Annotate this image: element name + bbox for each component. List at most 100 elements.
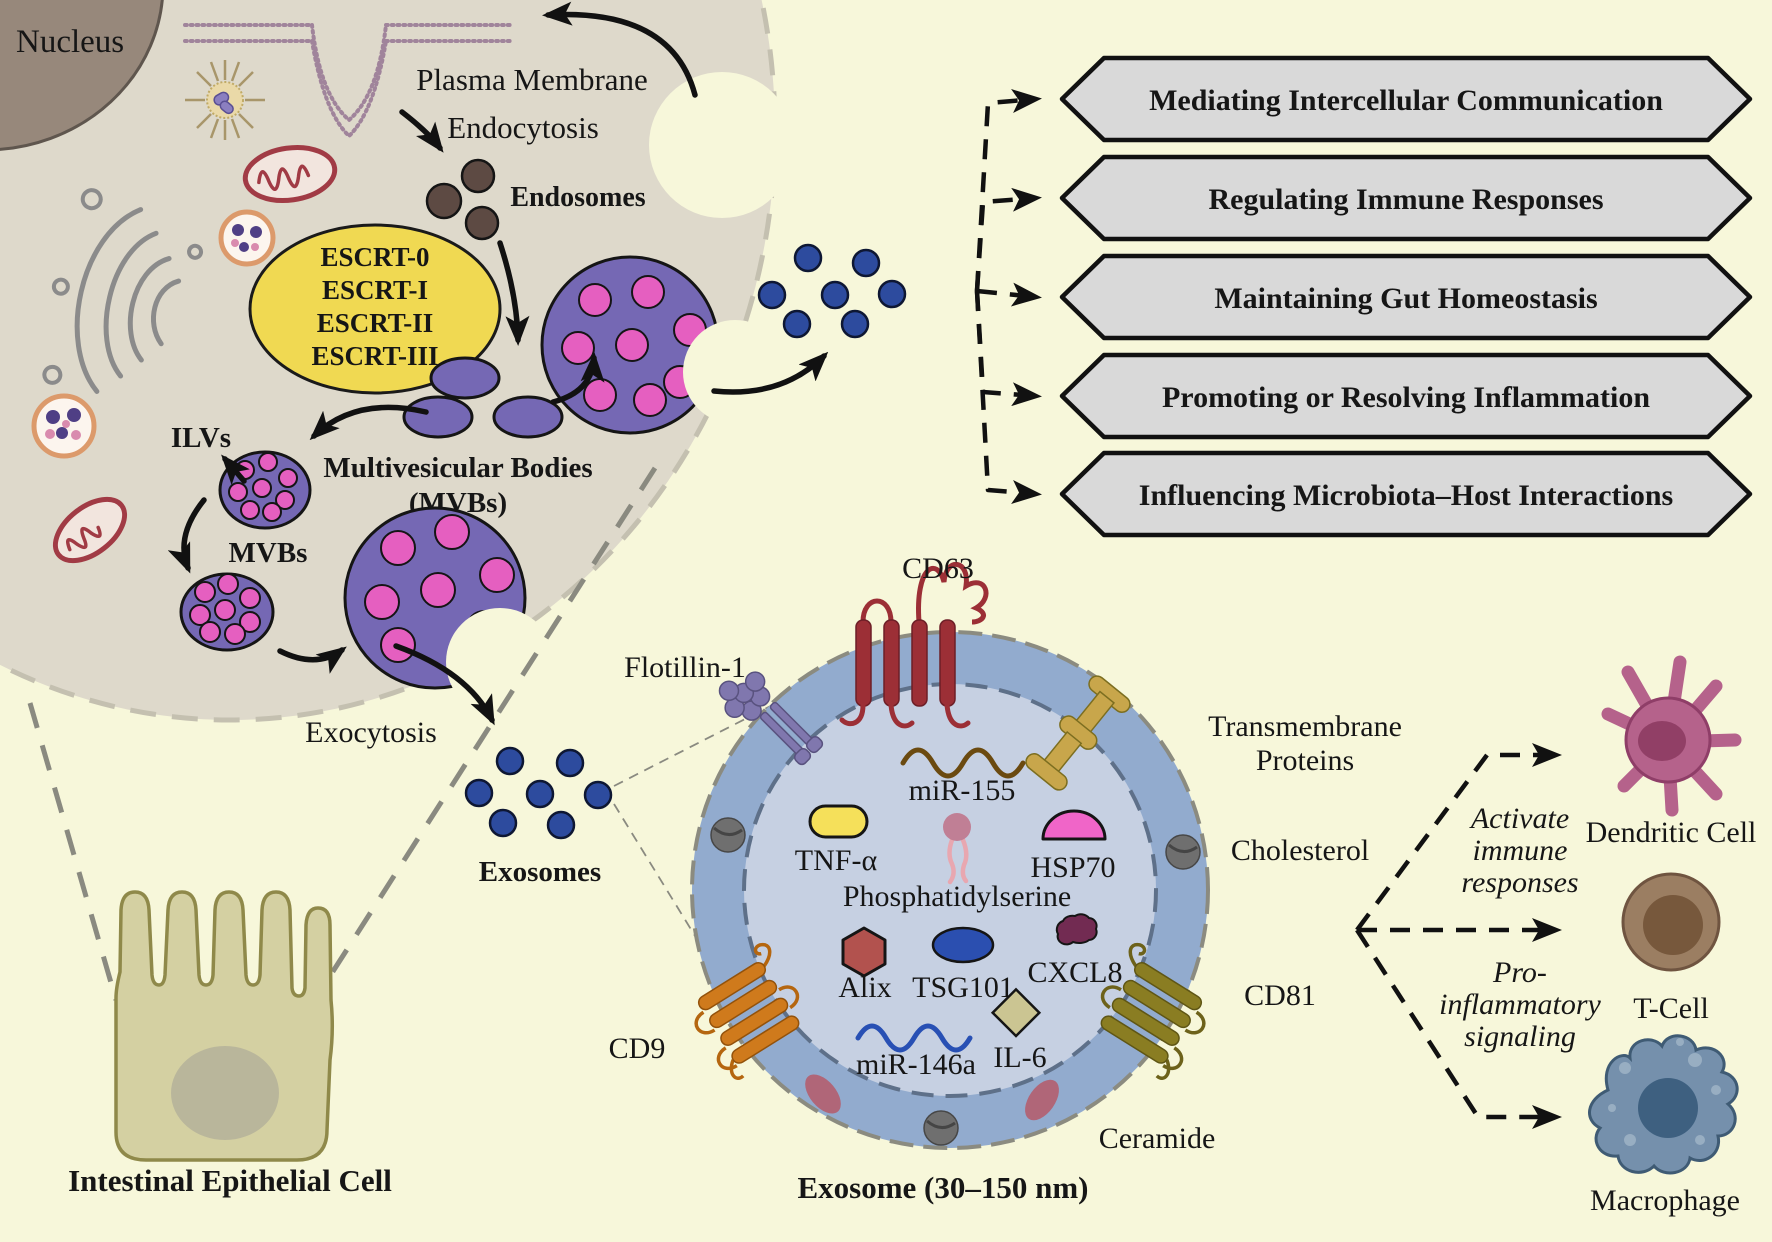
zoom-line-left — [27, 702, 119, 1001]
activate-immune-label: Activate — [1469, 802, 1569, 835]
activate-immune-label: responses — [1461, 866, 1578, 899]
function-banners: Mediating Intercellular Communication Re… — [1059, 55, 1753, 538]
mvb-to-fusion-arrow — [277, 646, 347, 674]
recycling-arrow — [542, 1, 698, 98]
cholesterol-icon — [710, 817, 1201, 1146]
mvbs-label: MVBs — [229, 537, 308, 569]
endosome-to-vesicles-arrow — [497, 240, 530, 346]
nucleus — [0, 0, 164, 151]
banner-label: Maintaining Gut Homeostasis — [1214, 282, 1597, 315]
tnfa-icon — [808, 804, 869, 839]
endocytosis-arrow — [399, 109, 444, 153]
flotillin-label: Flotillin-1 — [624, 651, 746, 684]
mitochondrion-icon — [52, 496, 128, 564]
macrophage-label: Macrophage — [1590, 1184, 1740, 1217]
cd9-label: CD9 — [609, 1032, 666, 1065]
banner-item: Mediating Intercellular Communication — [1059, 55, 1753, 143]
cd63-protein-icon — [839, 561, 989, 729]
hsp70-label: HSP70 — [1030, 851, 1115, 884]
mir155-icon — [900, 747, 1026, 779]
ceramide-label: Ceramide — [1099, 1122, 1216, 1155]
transmembrane-label: Proteins — [1256, 744, 1354, 777]
immune-branch — [1355, 743, 1562, 1129]
mvb-with-ilvs — [218, 450, 312, 530]
proinflammatory-label: inflammatory — [1439, 988, 1601, 1021]
proinflammatory-label: signaling — [1464, 1020, 1576, 1053]
exosomes-label: Exosomes — [479, 856, 601, 888]
banner-label: Mediating Intercellular Communication — [1149, 84, 1663, 117]
escrt-line: ESCRT-III — [311, 341, 438, 371]
ilvs-label: ILVs — [171, 422, 231, 454]
banner-item: Regulating Immune Responses — [1059, 154, 1753, 242]
il6-icon — [990, 987, 1042, 1038]
exocytosis-label: Exocytosis — [305, 716, 437, 749]
escrt-line: ESCRT-I — [322, 275, 428, 305]
t-cell-label: T-Cell — [1633, 992, 1709, 1025]
mvb-fusing-right — [540, 255, 787, 435]
vesicles-to-right-mvb-arrow — [550, 352, 605, 405]
exosome-cluster-bottom — [464, 746, 613, 840]
tnfa-label: TNF-α — [795, 844, 878, 877]
dendritic-cell-label: Dendritic Cell — [1586, 816, 1757, 849]
ceramide-icon — [1025, 1079, 1059, 1121]
macrophage-icon — [1588, 1034, 1739, 1175]
cd81-protein-icon — [1100, 942, 1206, 1080]
escrt-complex — [248, 223, 502, 395]
plasma-membrane — [183, 23, 514, 139]
cd9-protein-icon — [694, 942, 800, 1080]
spiky-vesicle-icon — [185, 60, 265, 140]
dendritic-cell-icon — [1601, 655, 1742, 817]
nucleus-label: Nucleus — [16, 24, 124, 60]
t-cell-icon — [1621, 872, 1721, 972]
mitochondrion-icon — [242, 145, 338, 203]
mir146a-label: miR-146a — [856, 1048, 976, 1081]
alix-icon — [841, 926, 887, 978]
tsg101-label: TSG101 — [912, 971, 1014, 1004]
cxcl8-label: CXCL8 — [1027, 956, 1122, 989]
banner-item: Promoting or Resolving Inflammation — [1059, 352, 1753, 440]
release-arrow-right — [711, 351, 829, 395]
zoom-line-right — [304, 466, 658, 1014]
endocytic-pit — [310, 23, 388, 123]
banner-label: Influencing Microbiota–Host Interactions — [1139, 479, 1673, 512]
vesicles-to-mvb-arrow — [309, 404, 429, 441]
ceramide-icon — [805, 1074, 841, 1114]
epithelial-cell-label: Intestinal Epithelial Cell — [68, 1163, 392, 1198]
mir146a-icon — [855, 1023, 973, 1053]
il6-label: IL-6 — [993, 1041, 1046, 1074]
sorting-vesicles — [402, 356, 564, 439]
exosome-cluster-top — [757, 243, 907, 339]
cd81-label: CD81 — [1244, 979, 1316, 1012]
proinflammatory-label: Pro- — [1492, 956, 1547, 989]
mvb-lower — [179, 572, 275, 652]
escrt-line: ESCRT-0 — [320, 242, 429, 272]
endocytosis-label: Endocytosis — [447, 110, 599, 145]
escrt-line: ESCRT-II — [317, 308, 434, 338]
intestinal-epithelial-cell — [114, 890, 335, 1162]
phosphatidylserine-icon — [943, 813, 971, 885]
mvb-title: Multivesicular Bodies — [323, 452, 592, 484]
banner-label: Promoting or Resolving Inflammation — [1162, 381, 1650, 414]
cxcl8-icon — [1055, 913, 1098, 946]
secreting-cell: Nucleus Plasma Membrane Endocytosis — [0, 0, 829, 749]
exocytosis-arrow — [393, 643, 495, 726]
banner-label: Regulating Immune Responses — [1208, 183, 1603, 216]
exosome-title: Exosome (30–150 nm) — [797, 1170, 1088, 1205]
phosphatidylserine-label: Phosphatidylserine — [843, 880, 1071, 913]
banner-item: Maintaining Gut Homeostasis — [1059, 253, 1753, 341]
golgi-apparatus-icon — [42, 188, 204, 394]
lysosome-icon — [218, 209, 276, 267]
plasma-membrane-label: Plasma Membrane — [416, 62, 648, 97]
lysosome-icon — [31, 393, 97, 459]
mvb-to-ilvs-arrow — [221, 454, 250, 486]
cd63-label: CD63 — [902, 552, 974, 585]
banner-item: Influencing Microbiota–Host Interactions — [1059, 450, 1753, 538]
alix-label: Alix — [838, 971, 891, 1004]
activate-immune-label: immune — [1473, 834, 1568, 867]
tsg101-icon — [931, 926, 995, 964]
flotillin-protein-icon — [718, 671, 824, 766]
epithelial-nucleus — [171, 1046, 279, 1140]
transmembrane-protein-icon — [1025, 675, 1131, 791]
exosome-detail: CD63 Flotillin-1 Transmembrane Proteins … — [609, 552, 1402, 1205]
